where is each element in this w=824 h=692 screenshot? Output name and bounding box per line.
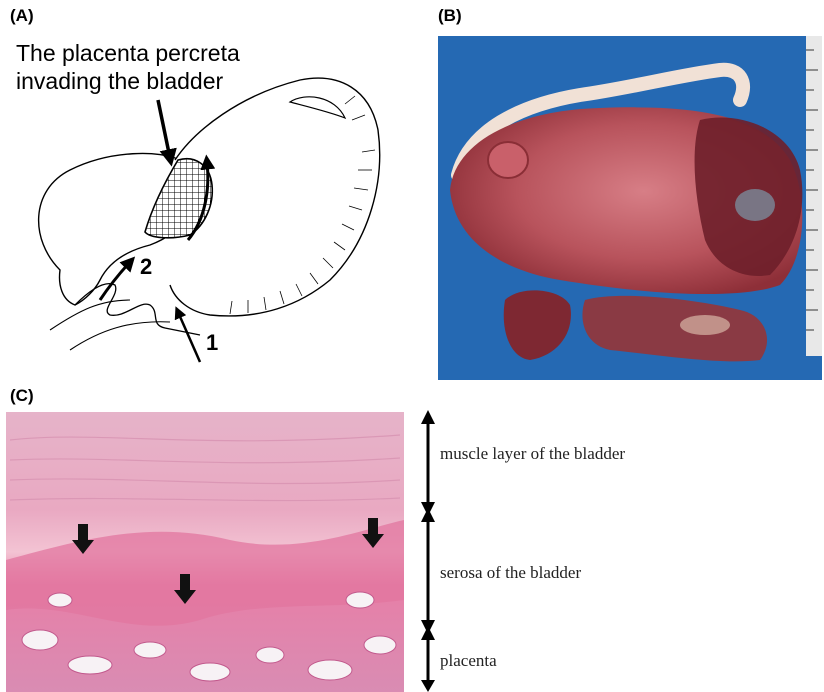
- histology-image: [6, 412, 404, 692]
- specimen-photo: [438, 36, 822, 380]
- panel-a-diagram: [39, 78, 380, 362]
- caption-arrow: [158, 100, 170, 158]
- step-1-arrow: [178, 312, 200, 362]
- nodule: [488, 142, 528, 178]
- layer-span-arrows: [421, 410, 435, 692]
- ruler: [806, 36, 822, 356]
